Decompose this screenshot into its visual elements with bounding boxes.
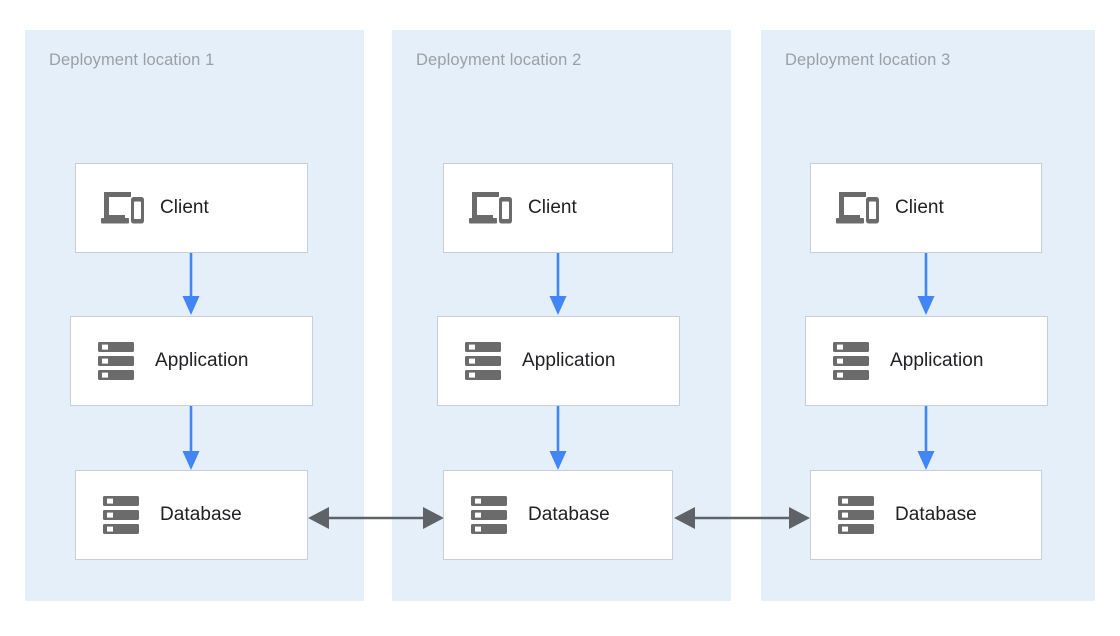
node-application-3[interactable]: Application <box>805 316 1048 406</box>
server-icon <box>100 492 146 538</box>
arrow-application-2-to-database-2 <box>547 405 569 471</box>
arrow-database-2-to-database-3 <box>674 503 810 533</box>
server-icon <box>462 338 508 384</box>
node-client-1-label: Client <box>160 197 209 218</box>
node-client-2[interactable]: Client <box>443 163 673 253</box>
devices-icon <box>468 185 514 231</box>
arrow-database-1-to-database-2 <box>308 503 444 533</box>
server-icon <box>835 492 881 538</box>
node-database-2-label: Database <box>528 504 610 525</box>
server-icon <box>830 338 876 384</box>
node-client-2-label: Client <box>528 197 577 218</box>
deployment-location-1-title: Deployment location 1 <box>49 51 215 69</box>
node-client-3-label: Client <box>895 197 944 218</box>
devices-icon <box>100 185 146 231</box>
arrow-client-3-to-application-3 <box>915 252 937 316</box>
node-client-1[interactable]: Client <box>75 163 308 253</box>
node-database-1[interactable]: Database <box>75 470 308 560</box>
node-application-2[interactable]: Application <box>437 316 680 406</box>
devices-icon <box>835 185 881 231</box>
arrow-application-1-to-database-1 <box>180 405 202 471</box>
node-application-1[interactable]: Application <box>70 316 313 406</box>
deployment-location-2-title: Deployment location 2 <box>416 51 582 69</box>
node-application-1-label: Application <box>155 350 249 371</box>
node-client-3[interactable]: Client <box>810 163 1042 253</box>
arrow-client-2-to-application-2 <box>547 252 569 316</box>
arrow-client-1-to-application-1 <box>180 252 202 316</box>
node-database-1-label: Database <box>160 504 242 525</box>
server-icon <box>468 492 514 538</box>
node-application-3-label: Application <box>890 350 984 371</box>
arrow-application-3-to-database-3 <box>915 405 937 471</box>
node-application-2-label: Application <box>522 350 616 371</box>
node-database-2[interactable]: Database <box>443 470 673 560</box>
server-icon <box>95 338 141 384</box>
node-database-3-label: Database <box>895 504 977 525</box>
deployment-location-3-title: Deployment location 3 <box>785 51 951 69</box>
node-database-3[interactable]: Database <box>810 470 1042 560</box>
